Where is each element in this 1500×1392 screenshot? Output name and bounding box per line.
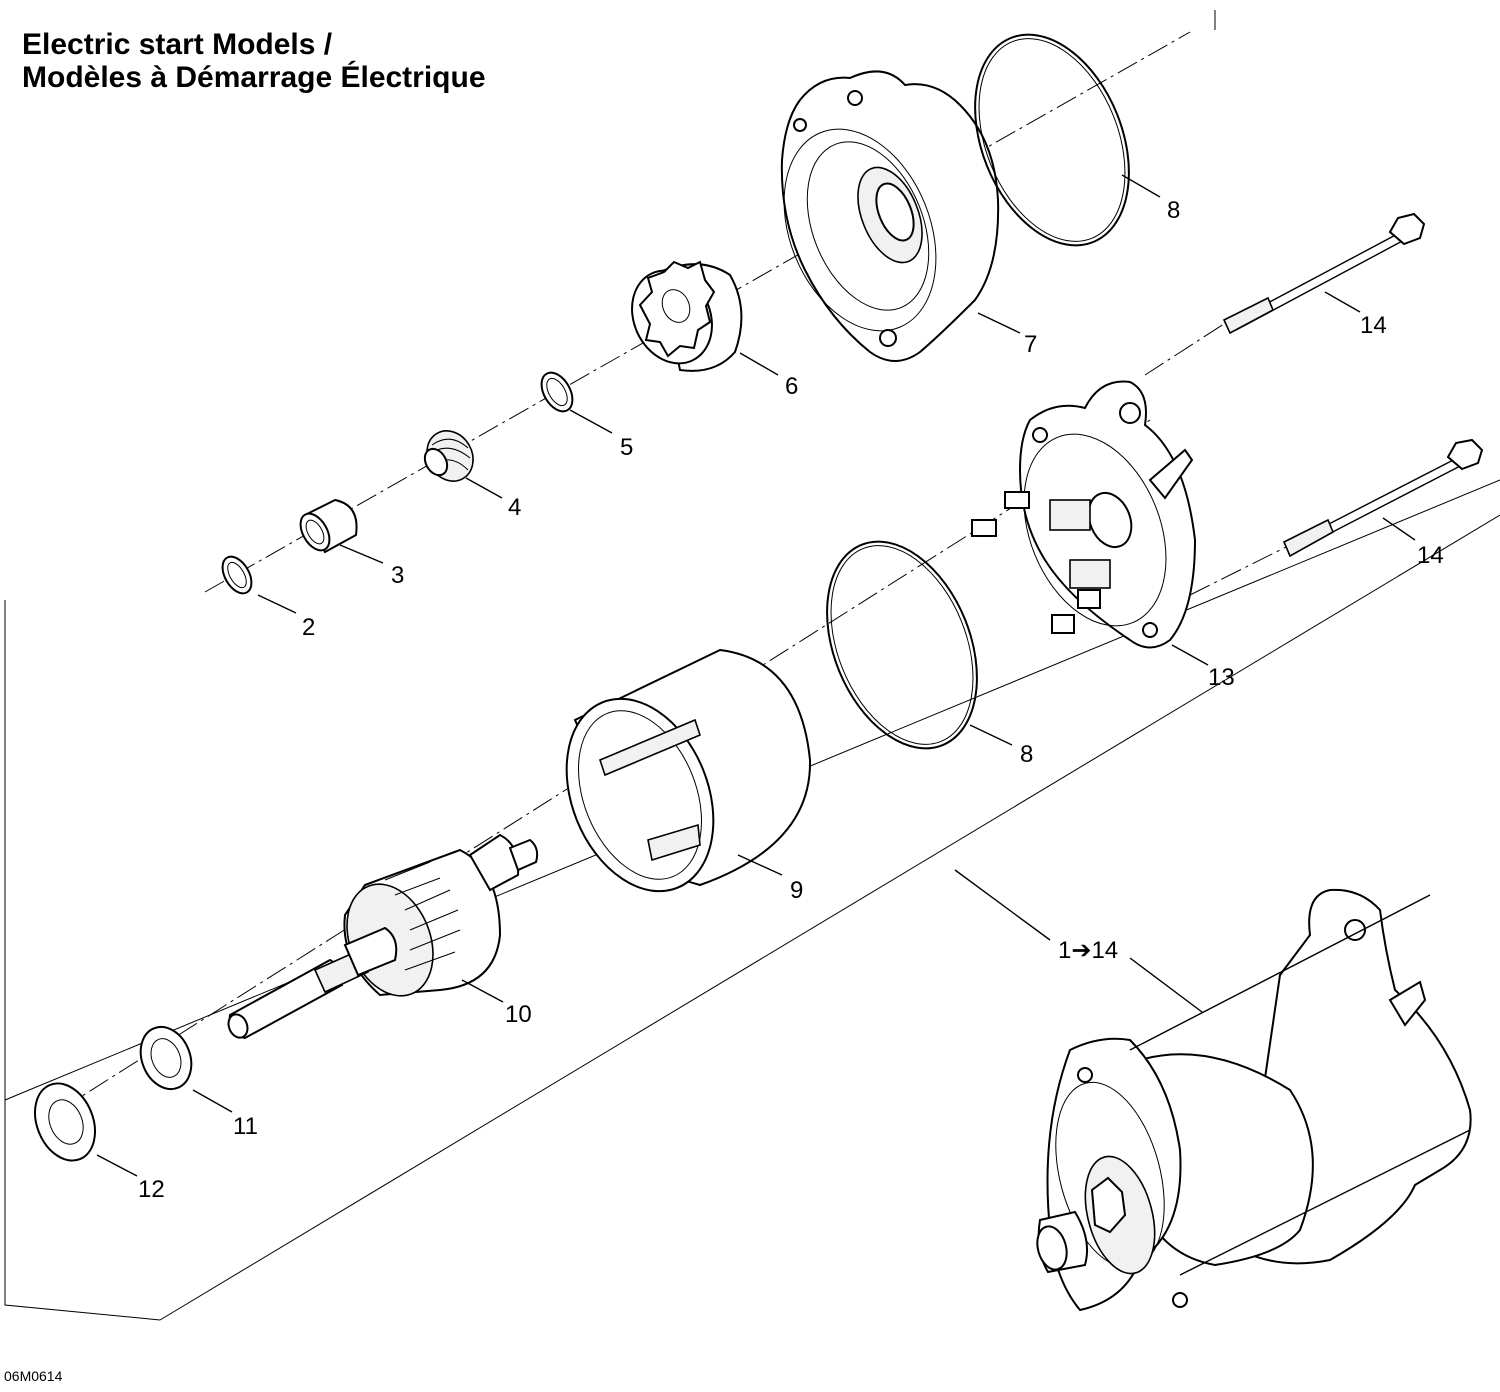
callout-14-lower: 14 [1417,542,1444,569]
callout-8-lower: 8 [1020,741,1033,768]
spring-part-4 [423,430,474,482]
ring-part-5 [540,371,574,413]
callout-14-upper: 14 [1360,312,1387,339]
callout-11: 11 [233,1113,258,1140]
through-bolt-part-14-lower [1282,438,1484,558]
title-line-1: Electric start Models / [22,28,333,61]
callout-5: 5 [620,434,633,461]
callout-8-top: 8 [1167,197,1180,224]
o-ring-part-8-top [974,33,1130,247]
callout-6: 6 [785,373,798,400]
title-line-2: Modèles à Démarrage Électrique [22,61,486,94]
o-ring-part-8-lower [826,540,978,750]
end-cap-brush-holder-part-13 [971,380,1197,649]
leader-lines [96,174,1416,1177]
washer-part-12 [34,1082,96,1162]
armature-part-10 [227,833,539,1040]
assembled-starter-motor [1036,888,1472,1312]
lock-washer-part-11 [139,1025,193,1091]
pinion-gear-part-6 [631,260,743,372]
callout-2: 2 [302,614,315,641]
callout-7: 7 [1024,331,1037,358]
callout-10: 10 [505,1001,532,1028]
sleeve-part-3 [299,498,358,554]
yoke-stator-part-9 [565,648,812,893]
through-bolt-part-14-upper [1222,212,1426,335]
circlip-part-2 [221,555,253,595]
callout-13: 13 [1208,664,1235,691]
callout-4: 4 [508,494,521,521]
drawing-code: 06M0614 [4,1368,63,1384]
callout-9: 9 [790,877,803,904]
callout-3: 3 [391,562,404,589]
callout-12: 12 [138,1176,165,1203]
callout-labels: 2 3 4 5 6 7 8 8 9 10 11 12 13 14 14 1➔14 [138,197,1444,1203]
drive-housing-part-7 [780,70,1000,362]
callout-1-to-14: 1➔14 [1058,937,1118,964]
